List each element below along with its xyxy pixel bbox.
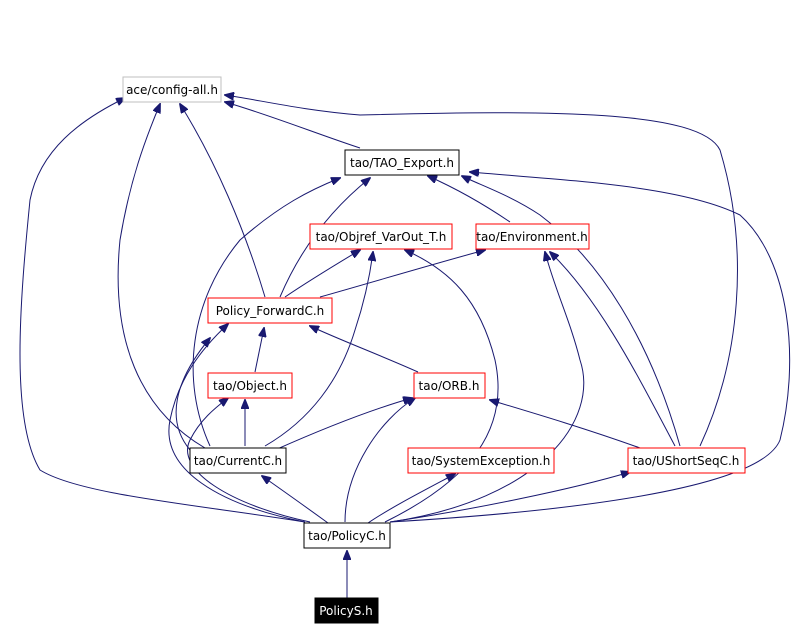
node-label: tao/PolicyC.h	[308, 529, 386, 543]
edge-currentc-orb	[274, 398, 412, 451]
node-label: tao/SystemException.h	[412, 454, 551, 468]
nodes: ace/config-all.h tao/TAO_Export.h tao/Ob…	[122, 76, 746, 624]
edge-policyc-currentc	[262, 476, 329, 524]
node-current[interactable]: tao/CurrentC.h	[189, 447, 287, 474]
edge-policyc-systemexception	[367, 474, 455, 524]
edge-object-policyforward	[254, 328, 264, 373]
edge-ushortseq-aceconfig	[225, 95, 738, 447]
node-object[interactable]: tao/Object.h	[207, 372, 293, 399]
edge-ushortseq-environment	[550, 252, 676, 447]
node-orb[interactable]: tao/ORB.h	[413, 372, 486, 399]
edge-taoexport-aceconfig	[225, 102, 361, 149]
edge-policyc-policyforward	[168, 324, 306, 523]
node-objref-varout[interactable]: tao/Objref_VarOut_T.h	[309, 223, 453, 250]
edge-orb-policyforward	[310, 326, 419, 373]
edge-ushortseq-orb	[490, 400, 641, 449]
node-tao-export[interactable]: tao/TAO_Export.h	[344, 149, 460, 176]
edge-policyc-aceconfig	[19, 98, 306, 523]
node-label: tao/UShortSeqC.h	[633, 454, 740, 468]
node-policyc[interactable]: tao/PolicyC.h	[303, 522, 391, 549]
node-label: Policy_ForwardC.h	[216, 304, 325, 318]
edge-ushortseq-taoexport	[462, 176, 681, 447]
node-system-exception[interactable]: tao/SystemException.h	[407, 447, 555, 474]
edge-currentc-objref	[264, 252, 373, 447]
node-ushortseq[interactable]: tao/UShortSeqC.h	[627, 447, 746, 474]
edge-policyforward-environment	[319, 250, 485, 298]
node-label: tao/CurrentC.h	[194, 454, 282, 468]
node-label: tao/Objref_VarOut_T.h	[316, 230, 447, 244]
edge-currentc-aceconfig	[117, 104, 206, 449]
edges	[19, 95, 791, 599]
edge-policyc-ushortseq	[389, 472, 630, 523]
node-label: tao/ORB.h	[419, 379, 480, 393]
node-label: tao/TAO_Export.h	[350, 156, 454, 170]
node-policy-forward[interactable]: Policy_ForwardC.h	[207, 297, 333, 324]
node-policys[interactable]: PolicyS.h	[314, 597, 379, 624]
node-label: tao/Object.h	[213, 379, 287, 393]
node-ace-config-all[interactable]: ace/config-all.h	[122, 76, 222, 103]
edge-policyc-objref	[384, 250, 499, 523]
edge-currentc-taoexport	[192, 178, 340, 447]
node-label: PolicyS.h	[319, 604, 373, 618]
node-label: ace/config-all.h	[126, 83, 218, 97]
edge-currentc-policyforward	[175, 338, 210, 451]
edge-environment-taoexport	[428, 176, 511, 223]
edge-policyc-orb	[344, 398, 415, 523]
node-label: tao/Environment.h	[476, 230, 588, 244]
node-environment[interactable]: tao/Environment.h	[475, 223, 590, 250]
edge-policyc-taoexport	[389, 172, 791, 523]
edge-policyc-object	[187, 398, 311, 523]
edge-policyforward-objref	[284, 250, 360, 298]
edge-policyforward-aceconfig	[180, 104, 266, 298]
edge-policyc-environment	[389, 252, 585, 523]
